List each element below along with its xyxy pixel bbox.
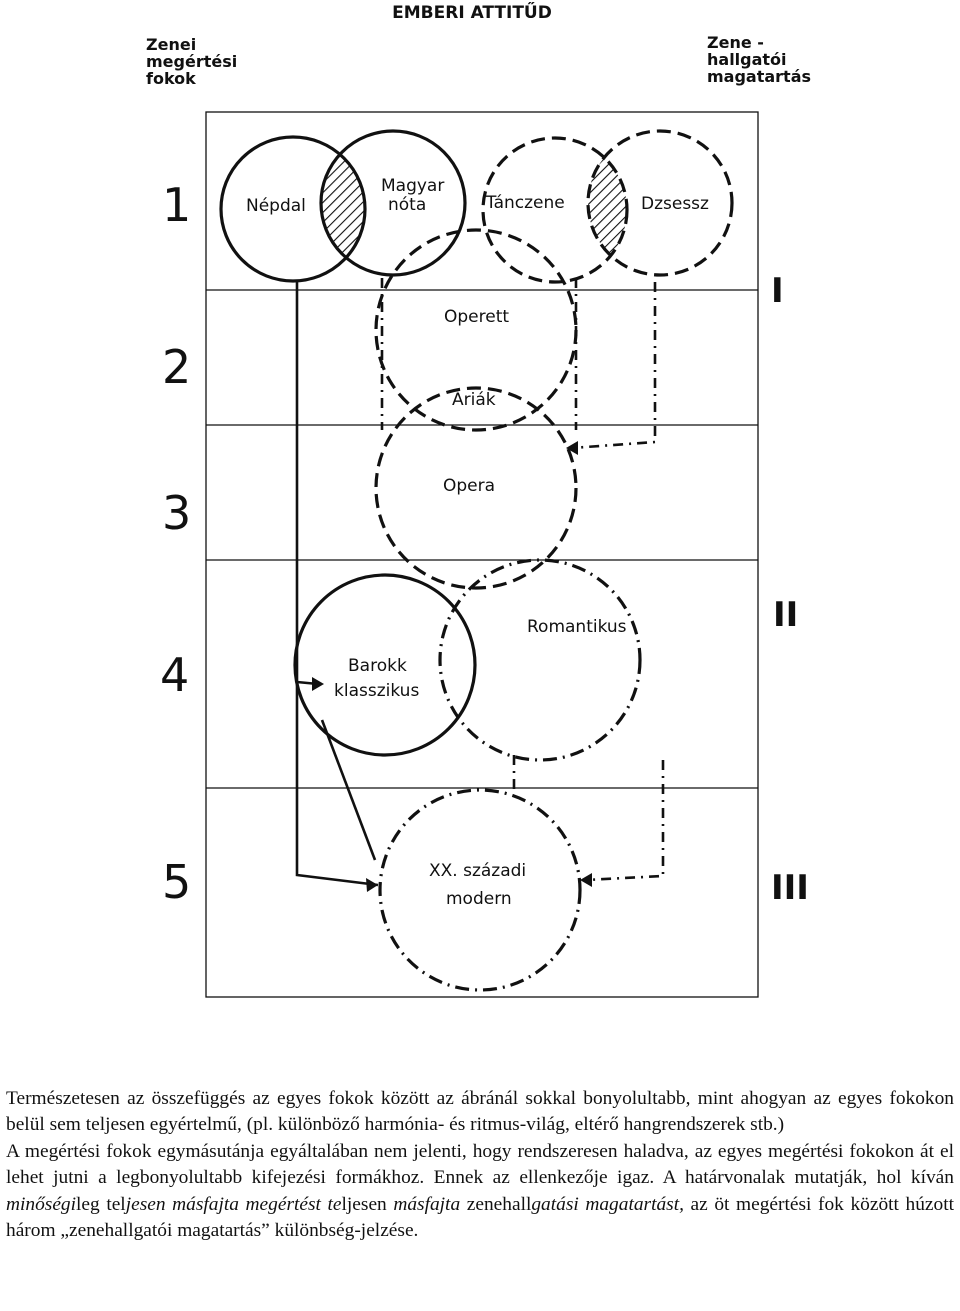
label-ariak: Áriák — [452, 388, 496, 410]
level-number: 2 — [162, 340, 191, 394]
diagram-title: EMBERI ATTITŰD — [392, 1, 552, 23]
label-nepdal: Népdal — [246, 196, 306, 216]
label-operett: Operett — [444, 307, 509, 327]
label-magyar: Magyar — [381, 176, 444, 196]
label-dzsessz: Dzsessz — [641, 194, 709, 214]
svg-text:Zene -: Zene - — [707, 33, 764, 52]
label-opera: Opera — [443, 476, 495, 496]
label-xx-szazadi: XX. századi — [429, 861, 526, 881]
svg-text:fokok: fokok — [146, 69, 196, 88]
label-modern: modern — [446, 889, 512, 909]
connector-lines — [295, 278, 665, 892]
attitude-numeral: II — [773, 595, 798, 635]
label-barokk: Barokk — [348, 656, 407, 676]
label-nota: nóta — [388, 195, 426, 215]
level-number: 1 — [162, 178, 191, 232]
body-text: Természetesen az összefüggés az egyes fo… — [6, 1086, 954, 1244]
svg-text:Zenei: Zenei — [146, 35, 196, 54]
circle-nepdal — [219, 135, 367, 283]
label-klasszikus: klasszikus — [334, 681, 419, 701]
circle-magyar-nota — [319, 129, 467, 277]
svg-text:hallgatói: hallgatói — [707, 50, 787, 69]
attitude-diagram: EMBERI ATTITŰD Zenei megértési fokok Zen… — [146, 1, 811, 998]
label-romantikus: Romantikus — [527, 617, 627, 637]
circle-modern — [378, 788, 582, 992]
circle-romantikus — [438, 558, 642, 762]
level-number: 3 — [162, 486, 191, 540]
level-number: 5 — [162, 855, 191, 909]
svg-text:megértési: megértési — [146, 52, 237, 71]
right-heading: Zene - hallgatói magatartás — [707, 33, 811, 86]
circle-tanczene — [481, 136, 629, 284]
svg-text:magatartás: magatartás — [707, 67, 811, 86]
label-tanczene: Tánczene — [485, 193, 565, 213]
paragraph: A megértési fokok egymásutánja egyáltalá… — [6, 1140, 954, 1242]
attitude-numeral: III — [771, 868, 809, 908]
circle-opera — [374, 386, 578, 590]
attitude-numeral: I — [771, 271, 784, 311]
circle-barokk — [293, 573, 477, 757]
circle-dzsessz — [586, 129, 734, 277]
paragraph: Természetesen az összefüggés az egyes fo… — [6, 1088, 954, 1136]
left-heading: Zenei megértési fokok — [146, 35, 237, 88]
level-number: 4 — [160, 648, 189, 702]
